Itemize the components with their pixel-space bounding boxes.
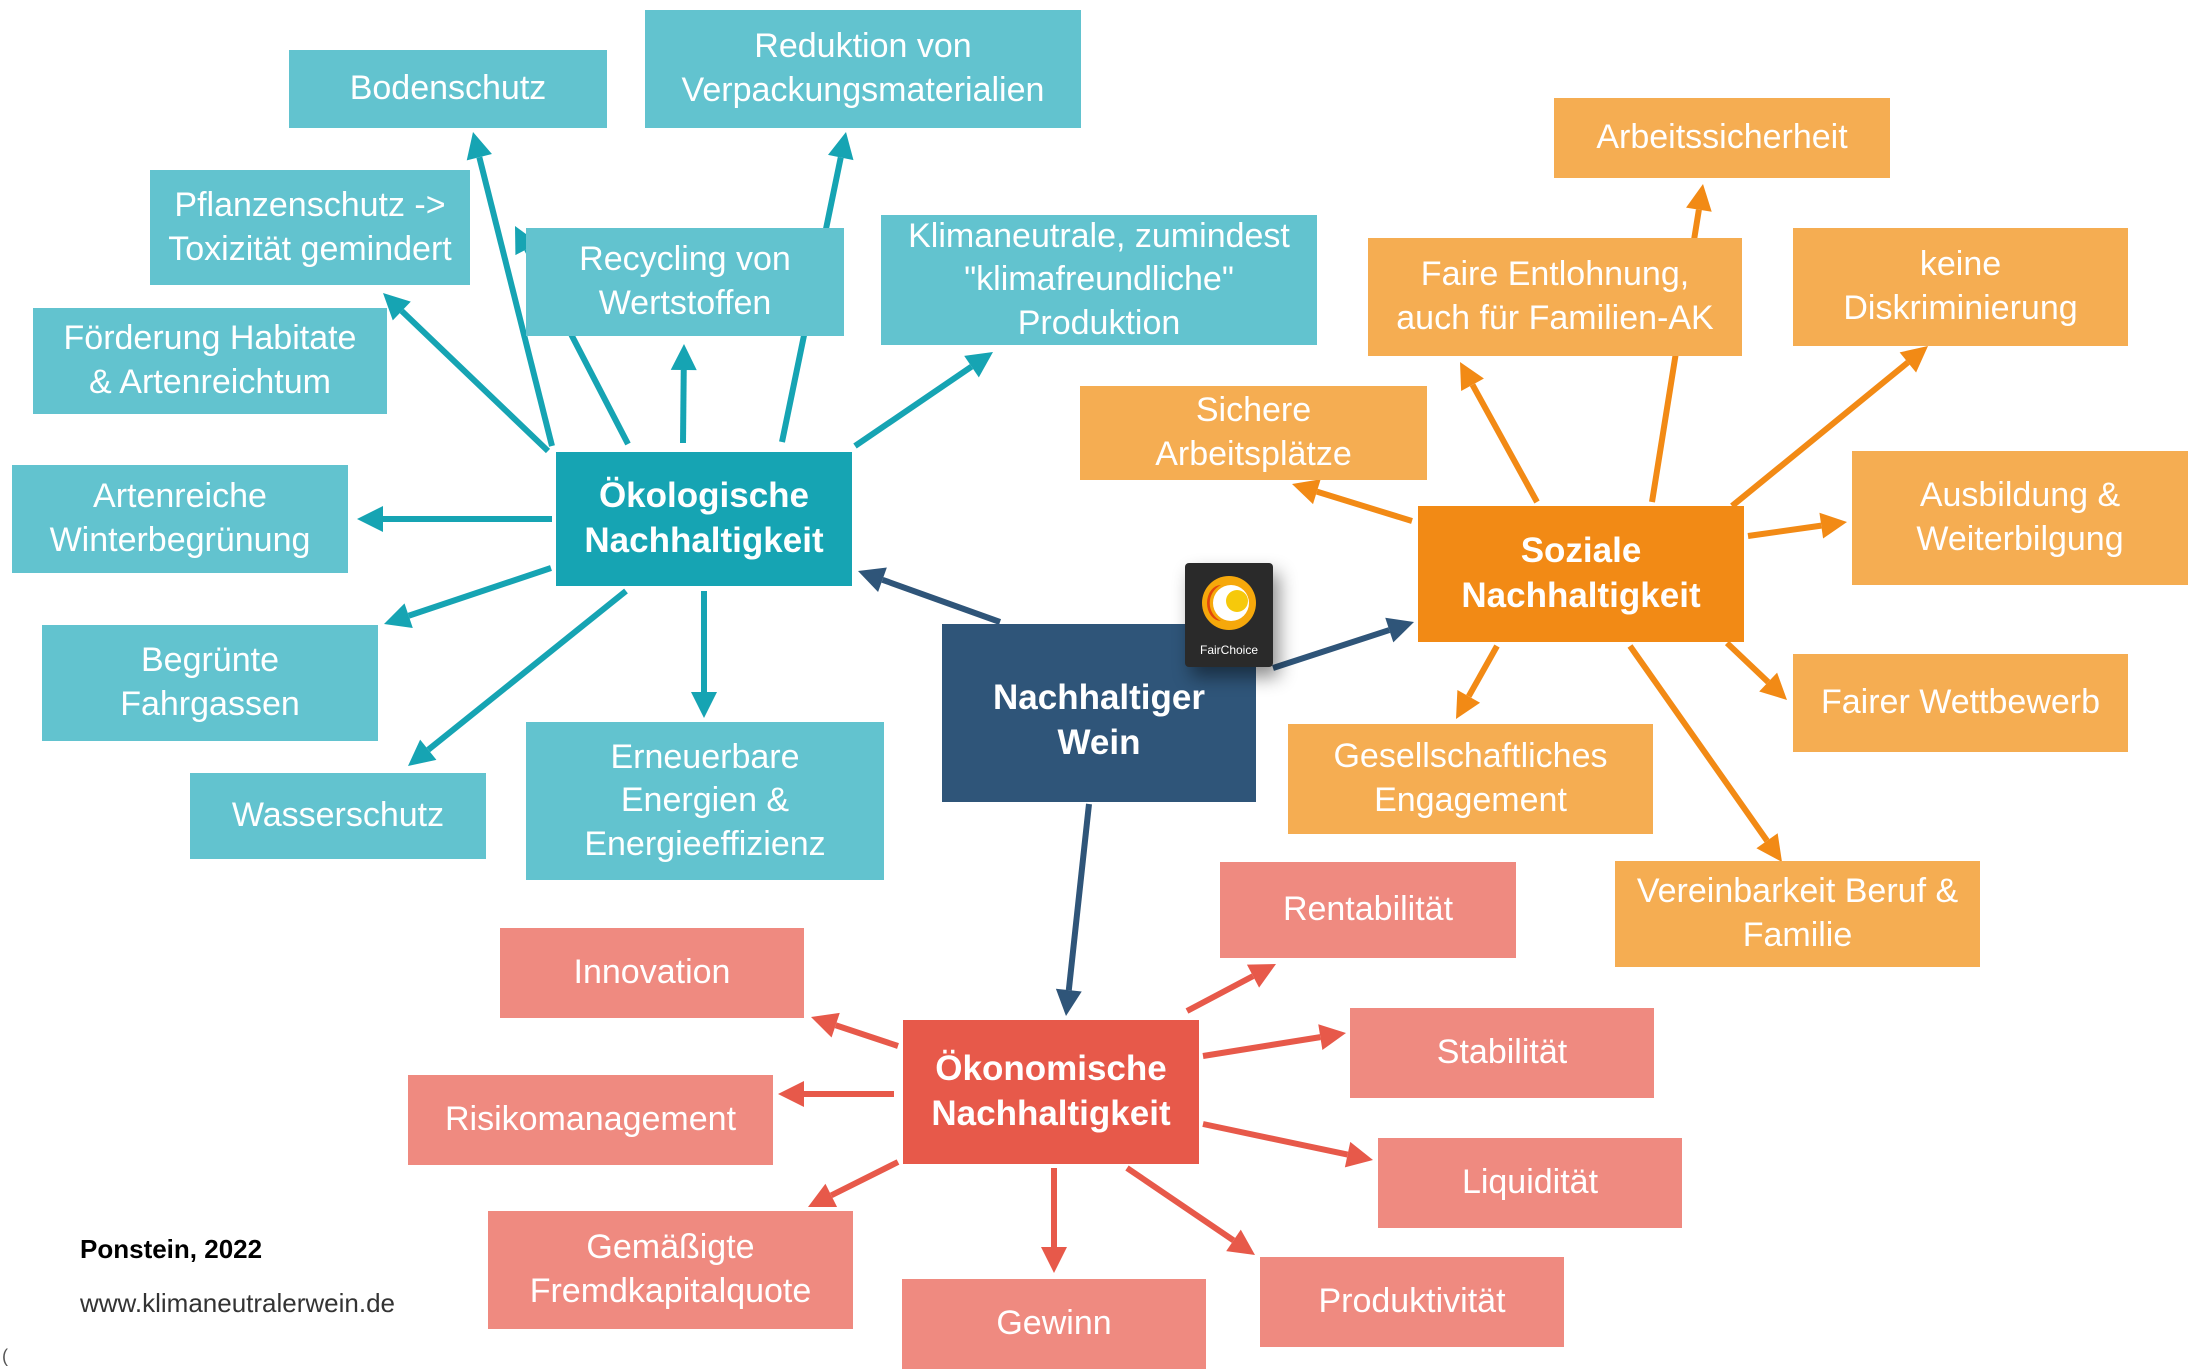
- arrow-head: [1899, 346, 1928, 373]
- eco-item-bodenschutz: Bodenschutz: [289, 50, 607, 128]
- oek-item-innovation: Innovation: [500, 928, 804, 1018]
- eco-item-fahrgassen: Begrünte Fahrgassen: [42, 625, 378, 741]
- arrow-head: [383, 293, 411, 321]
- stray-mark: (: [2, 1346, 8, 1366]
- arrow-head: [1756, 833, 1782, 862]
- connector-line: [1730, 360, 1910, 509]
- soc-item-diskriminierung: keine Diskriminierung: [1793, 228, 2128, 346]
- arrow-head: [1686, 184, 1712, 212]
- arrow-head: [1460, 362, 1484, 392]
- arrow-head: [858, 567, 887, 593]
- connector-line: [407, 565, 552, 619]
- eco-item-wasserschutz: Wasserschutz: [190, 773, 486, 859]
- arrow-head: [357, 506, 383, 532]
- connector-line: [1469, 383, 1540, 504]
- oek-item-gewinn: Gewinn: [902, 1279, 1206, 1369]
- arrow-head: [1041, 1247, 1067, 1273]
- arrow-head: [811, 1012, 840, 1038]
- arrow-head: [466, 132, 492, 161]
- soc-item-vereinbarkeit: Vereinbarkeit Beruf & Familie: [1615, 861, 1980, 967]
- arrow-head: [778, 1081, 804, 1107]
- oek-hub: Ökonomische Nachhaltigkeit: [903, 1020, 1199, 1164]
- connector-line: [1724, 640, 1771, 685]
- connector-line: [1185, 973, 1255, 1014]
- arrow-head: [1344, 1141, 1373, 1168]
- source-url: www.klimaneutralerwein.de: [80, 1288, 396, 1318]
- oek-item-fremdkapital: Gemäßigte Fremdkapitalquote: [488, 1211, 853, 1329]
- arrow-head: [1318, 1024, 1346, 1050]
- connector-line: [829, 1159, 900, 1199]
- arrow-head: [1226, 1229, 1255, 1255]
- soc-item-arbeitsplaetze: Sichere Arbeitsplätze: [1080, 386, 1427, 480]
- connector-line: [1202, 1121, 1349, 1158]
- connector-line: [1315, 488, 1413, 524]
- eco-item-energie: Erneuerbare Energien & Energieeffizienz: [526, 722, 884, 880]
- eco-hub: Ökologische Nachhaltigkeit: [556, 452, 852, 586]
- soc-item-entlohnung: Faire Entlohnung, auch für Familien-AK: [1368, 238, 1742, 356]
- oek-item-rentabilitaet: Rentabilität: [1220, 862, 1516, 958]
- arrow-head: [691, 692, 717, 718]
- source-author: Ponstein, 2022: [80, 1234, 263, 1264]
- eco-item-klimaneutral: Klimaneutrale, zumindest "klimafreundlic…: [881, 215, 1317, 345]
- arrow-head: [670, 344, 697, 371]
- oek-item-risikomanagement: Risikomanagement: [408, 1075, 773, 1165]
- connector-line: [1627, 644, 1770, 843]
- oek-item-stabilitaet: Stabilität: [1350, 1008, 1654, 1098]
- soc-item-ausbildung: Ausbildung & Weiterbilgung: [1852, 451, 2188, 585]
- eco-item-verpackung: Reduktion von Verpackungsmaterialien: [645, 10, 1081, 128]
- connector-line: [1272, 627, 1391, 671]
- connector-line: [1747, 522, 1822, 539]
- arrow-head: [808, 1183, 838, 1207]
- arrow-head: [1456, 689, 1481, 719]
- eco-item-pflanzenschutz: Pflanzenschutz -> Toxizität gemindert: [150, 170, 470, 285]
- arrow-head: [1246, 964, 1276, 988]
- connector-line: [426, 588, 628, 753]
- eco-item-recycling: Recycling von Wertstoffen: [526, 228, 844, 336]
- arrow-head: [964, 352, 993, 378]
- arrow-head: [1055, 988, 1082, 1016]
- connector-line: [1065, 803, 1092, 991]
- arrow-head: [1819, 512, 1847, 539]
- connector-line: [1466, 644, 1500, 698]
- soc-item-wettbewerb: Fairer Wettbewerb: [1793, 654, 2128, 752]
- oek-item-produktivitaet: Produktivität: [1260, 1257, 1564, 1347]
- arrow-head: [408, 739, 437, 766]
- arrow-head: [1385, 617, 1414, 643]
- eco-item-winterbegruenung: Artenreiche Winterbegrünung: [12, 465, 348, 573]
- eco-item-habitate: Förderung Habitate & Artenreichtum: [33, 308, 387, 414]
- connector-line: [680, 369, 687, 444]
- connector-line: [476, 156, 555, 447]
- soc-item-engagement: Gesellschaftliches Engagement: [1288, 724, 1653, 834]
- arrow-head: [1759, 672, 1787, 700]
- fairchoice-logo: FairChoice: [1185, 563, 1273, 667]
- soc-item-arbeitssicherheit: Arbeitssicherheit: [1554, 98, 1890, 178]
- fairchoice-emblem-icon: [1202, 576, 1256, 630]
- fairchoice-text: FairChoice: [1199, 643, 1259, 657]
- connector-line: [1125, 1165, 1236, 1243]
- connector-line: [881, 576, 1002, 625]
- oek-item-liquiditaet: Liquidität: [1378, 1138, 1682, 1228]
- connector-line: [399, 308, 551, 454]
- connector-line: [1202, 1034, 1321, 1059]
- arrow-head: [384, 603, 413, 629]
- arrow-head: [1292, 479, 1321, 505]
- soc-hub: Soziale Nachhaltigkeit: [1418, 506, 1744, 642]
- connector-line: [834, 1022, 899, 1049]
- connector-line: [853, 364, 974, 449]
- arrow-head: [828, 132, 854, 161]
